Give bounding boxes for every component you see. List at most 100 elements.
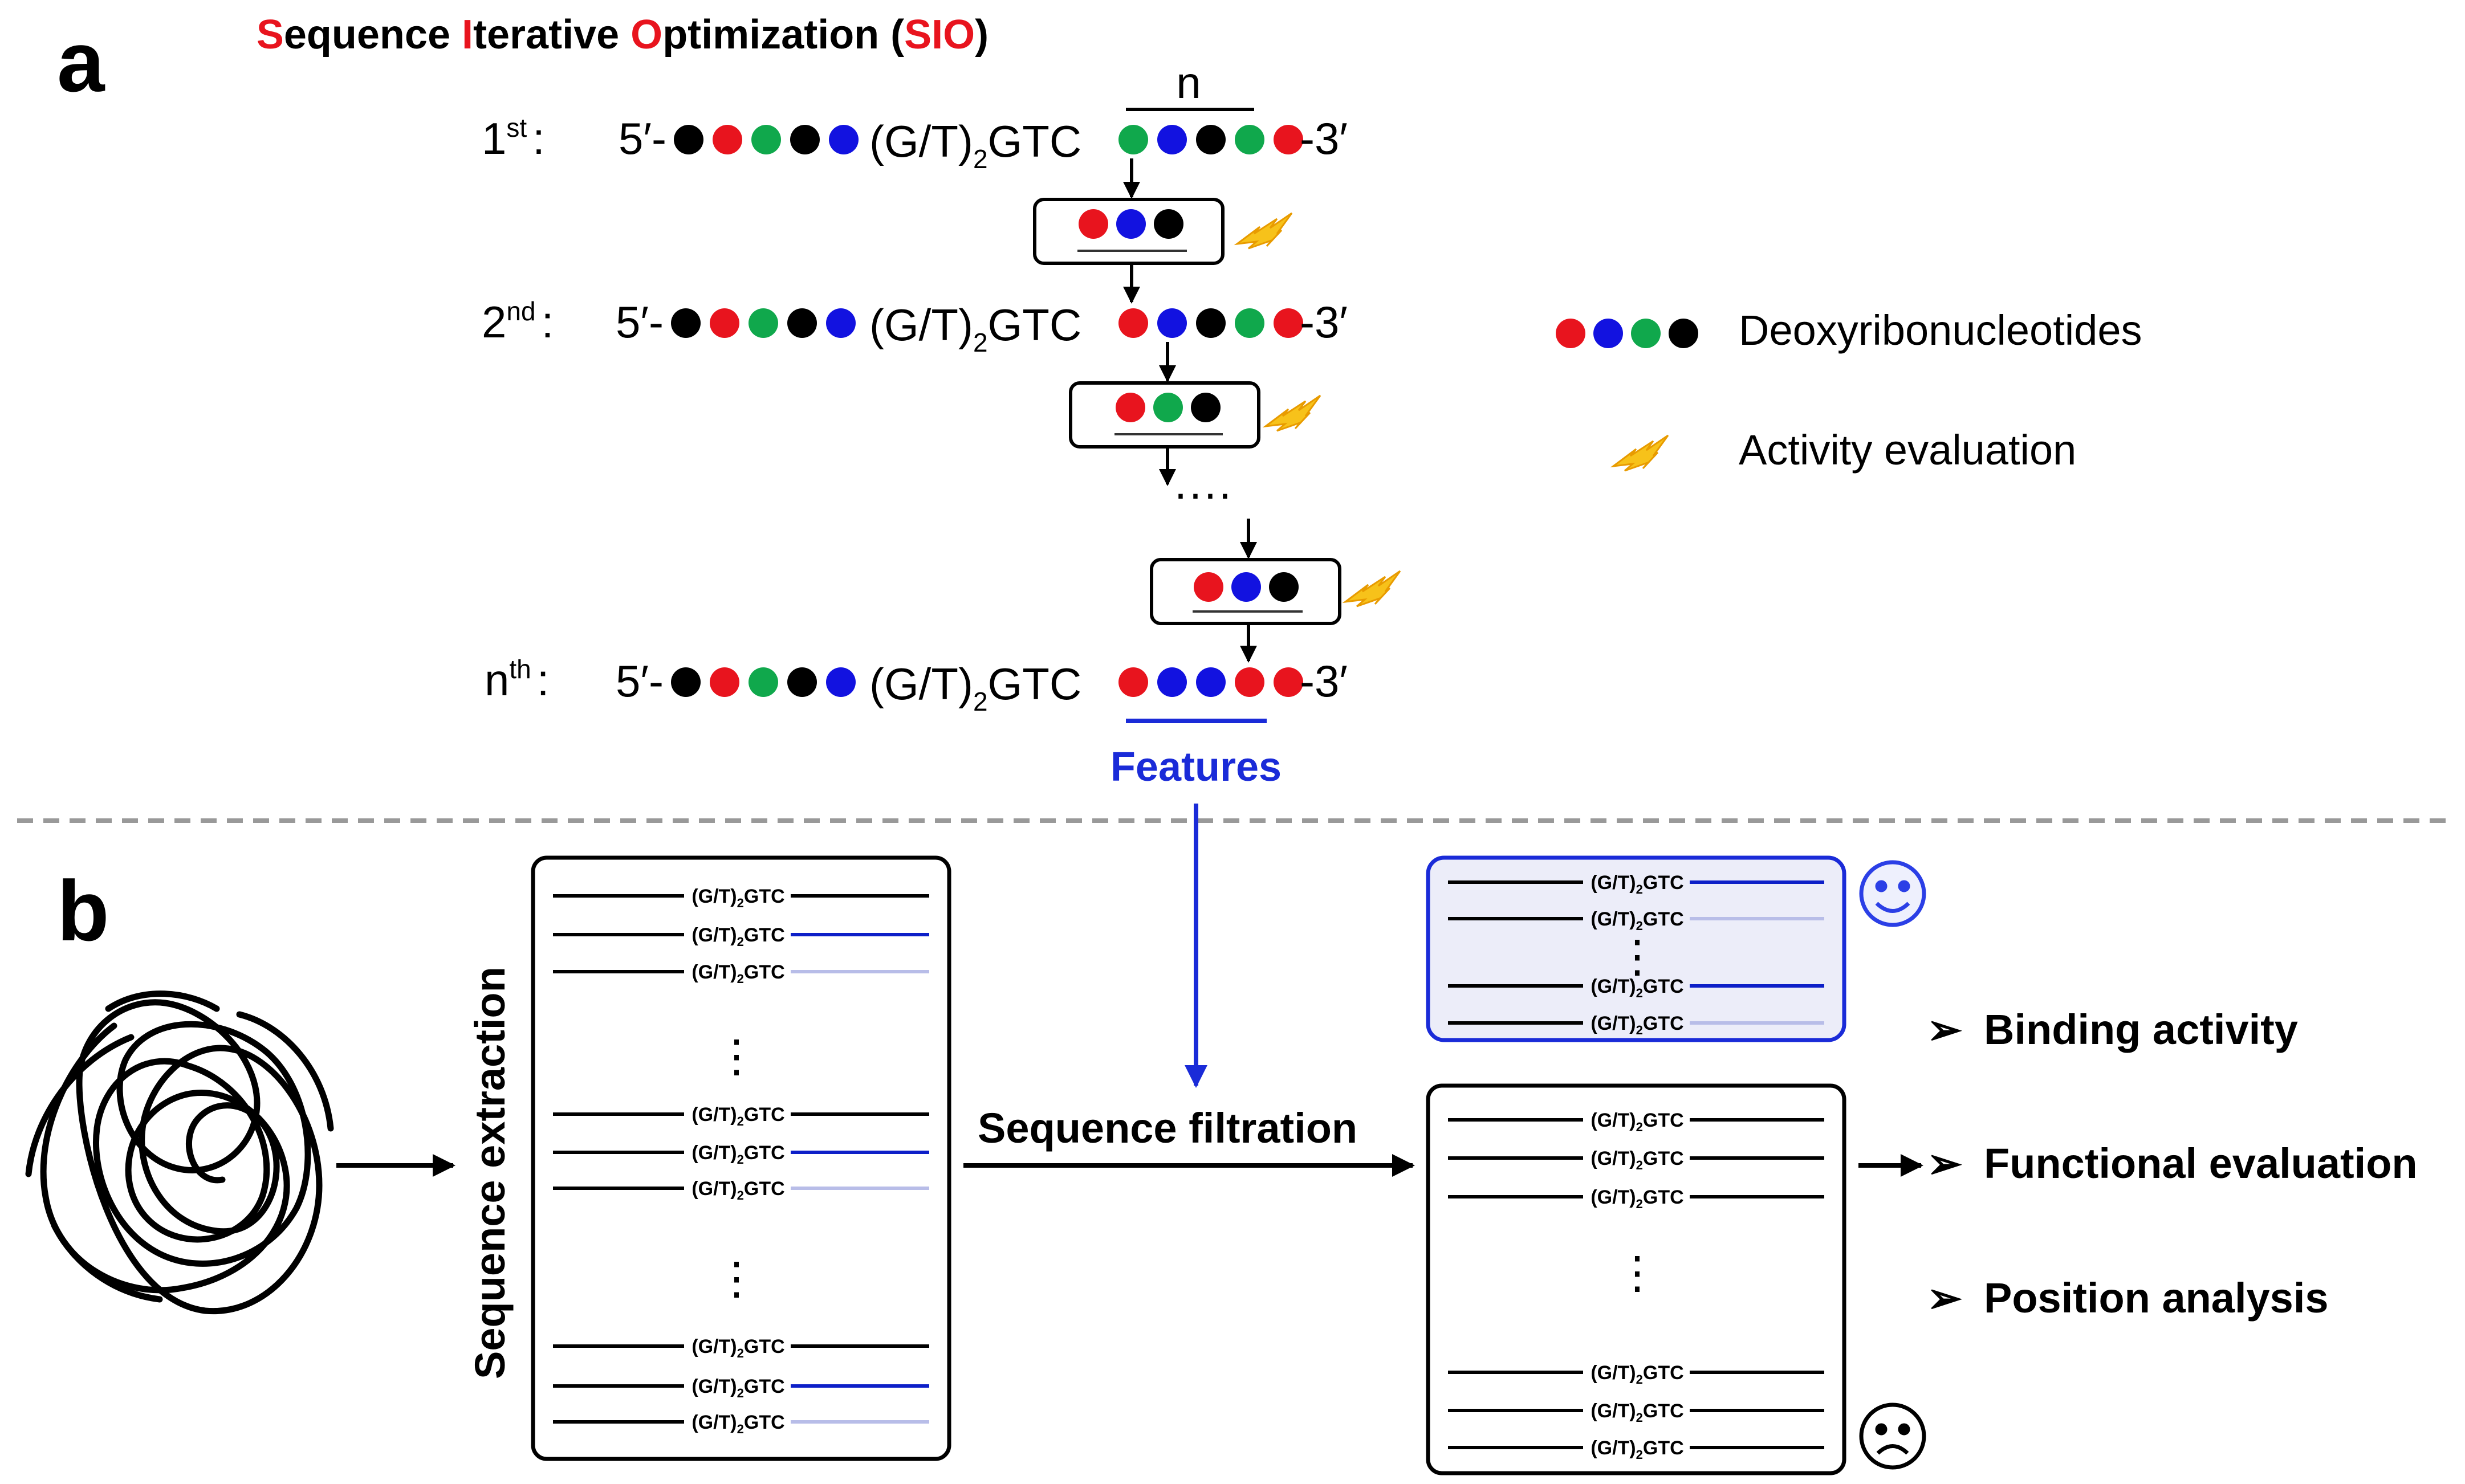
bullet-marker: ➢ xyxy=(1927,1274,1963,1322)
bottom-sequences-box xyxy=(1426,1083,1846,1475)
title-part: SIO xyxy=(904,12,975,58)
seq-motif-label: (G/T)2GTC xyxy=(1591,908,1683,933)
nucleotide-dot xyxy=(1157,667,1187,697)
round-label: nth: xyxy=(485,654,549,705)
extraction-sequences: (G/T)2GTC (G/T)2GTC (G/T)2GTC (G/T)2GTC (G/T… xyxy=(553,886,929,1436)
features-label: Features xyxy=(1111,744,1282,790)
nucleotide-dot xyxy=(1116,209,1146,239)
bottom-sequences: (G/T)2GTC(G/T)2GTC(G/T)2GTC(G/T)2GTC(G/T… xyxy=(1448,1110,1824,1462)
nucleotide-dot xyxy=(1631,319,1661,348)
left-nucleotides xyxy=(674,125,859,154)
nucleotide-dot xyxy=(749,308,778,338)
vdots: ⋮ xyxy=(1615,1247,1659,1298)
right-nucleotides xyxy=(1118,125,1303,154)
title-part: ) xyxy=(975,12,989,58)
eval-box-1-dots xyxy=(1079,209,1183,239)
nucleotide-dot xyxy=(1274,667,1303,697)
round-row-1: 1st: 5′- (G/T)2GTC -3′ xyxy=(482,113,1348,174)
seq-motif-label: (G/T)2GTC xyxy=(691,1142,784,1167)
bullet-functional-evaluation: Functional evaluation xyxy=(1984,1140,2418,1187)
nucleotide-dot xyxy=(671,308,701,338)
continuation-dots: ···· xyxy=(1173,468,1232,518)
extraction-box xyxy=(531,855,951,1461)
nucleotide-dot xyxy=(1118,125,1148,154)
round-label: 2nd: xyxy=(482,296,554,347)
bolt-icon xyxy=(1236,212,1293,250)
sio-title: Sequence Iterative Optimization (SIO) xyxy=(257,12,989,58)
nucleotide-dot xyxy=(1157,125,1187,154)
nucleotide-dot xyxy=(1191,393,1221,422)
panel-b-label: b xyxy=(57,863,109,959)
sequence-filtration-label: Sequence filtration xyxy=(978,1104,1357,1152)
bullet-marker: ➢ xyxy=(1927,1006,1963,1053)
top-sequences: (G/T)2GTC(G/T)2GTC(G/T)2GTC(G/T)2GTC xyxy=(1448,872,1824,1037)
seq-motif-label: (G/T)2GTC xyxy=(1591,1400,1683,1425)
five-prime-label: 5′- xyxy=(616,297,664,347)
seq-motif-label: (G/T)2GTC xyxy=(691,1376,784,1400)
nucleotide-dot xyxy=(749,667,778,697)
five-prime-label: 5′- xyxy=(616,656,664,706)
vdots: ⋮ xyxy=(714,1253,759,1303)
bolt-icon xyxy=(1344,570,1401,608)
nucleotide-dot xyxy=(1194,572,1223,602)
nucleotide-dot xyxy=(829,125,859,154)
core-motif: (G/T)2GTC xyxy=(869,300,1081,357)
nucleotide-dot xyxy=(1235,308,1264,338)
legend-dots-label: Deoxyribonucleotides xyxy=(1739,307,2142,354)
nucleotide-dot xyxy=(787,667,817,697)
nucleotide-dot xyxy=(1269,572,1299,602)
vdots: ⋮ xyxy=(1615,931,1659,981)
seq-motif-label: (G/T)2GTC xyxy=(691,1104,784,1128)
happy-face-icon xyxy=(1859,860,1926,927)
seq-motif-label: (G/T)2GTC xyxy=(691,924,784,949)
nucleotide-dot xyxy=(1274,125,1303,154)
nucleotide-dot xyxy=(1231,572,1261,602)
sad-face-icon xyxy=(1859,1403,1926,1470)
panel-a-label: a xyxy=(57,14,105,109)
left-nucleotides xyxy=(671,308,856,338)
round-row-2: 2nd: 5′- (G/T)2GTC -3′ xyxy=(482,296,1348,357)
nucleotide-dot xyxy=(1079,209,1108,239)
nucleotide-dot xyxy=(674,125,703,154)
title-part: ptimization ( xyxy=(662,12,904,58)
round-label: 1st: xyxy=(482,113,545,164)
nucleotide-dot xyxy=(1196,308,1226,338)
nucleotide-dot xyxy=(710,308,739,338)
sequence-extraction-label: Sequence extraction xyxy=(466,967,514,1379)
seq-motif-label: (G/T)2GTC xyxy=(691,1336,784,1360)
seq-motif-label: (G/T)2GTC xyxy=(1591,1110,1683,1134)
nucleotide-dot xyxy=(1116,393,1145,422)
seq-motif-label: (G/T)2GTC xyxy=(1591,872,1683,896)
nucleotide-dot xyxy=(1235,667,1264,697)
five-prime-label: 5′- xyxy=(619,113,666,164)
seq-motif-label: (G/T)2GTC xyxy=(1591,1187,1683,1211)
nucleotide-dot xyxy=(1669,319,1698,348)
tangled-dna-icon xyxy=(25,990,334,1315)
seq-motif-label: (G/T)2GTC xyxy=(1591,976,1683,1000)
seq-motif-label: (G/T)2GTC xyxy=(1591,1362,1683,1387)
nucleotide-dot xyxy=(713,125,742,154)
nucleotide-dot xyxy=(1235,125,1264,154)
three-prime-label: -3′ xyxy=(1300,656,1348,706)
nucleotide-dot xyxy=(790,125,820,154)
seq-motif-label: (G/T)2GTC xyxy=(691,1178,784,1202)
eval-box-2-dots xyxy=(1116,393,1221,422)
nucleotide-dot xyxy=(710,667,739,697)
panel-a-arrows xyxy=(1123,158,1257,663)
nucleotide-dot xyxy=(1118,308,1148,338)
legend-bolt-label: Activity evaluation xyxy=(1739,426,2076,474)
n-label: n xyxy=(1176,58,1201,108)
legend-bolt-icon xyxy=(1612,434,1669,472)
three-prime-label: -3′ xyxy=(1300,297,1348,347)
nucleotide-dot xyxy=(1196,125,1226,154)
vdots: ⋮ xyxy=(714,1031,759,1081)
seq-motif-label: (G/T)2GTC xyxy=(691,1412,784,1436)
nucleotide-dot xyxy=(1157,308,1187,338)
nucleotide-dot xyxy=(826,308,856,338)
legend-nucleotide-dots xyxy=(1556,319,1698,348)
nucleotide-dot xyxy=(1153,393,1183,422)
title-part: S xyxy=(257,12,284,58)
title-part: equence xyxy=(284,12,462,58)
nucleotide-dot xyxy=(1593,319,1623,348)
